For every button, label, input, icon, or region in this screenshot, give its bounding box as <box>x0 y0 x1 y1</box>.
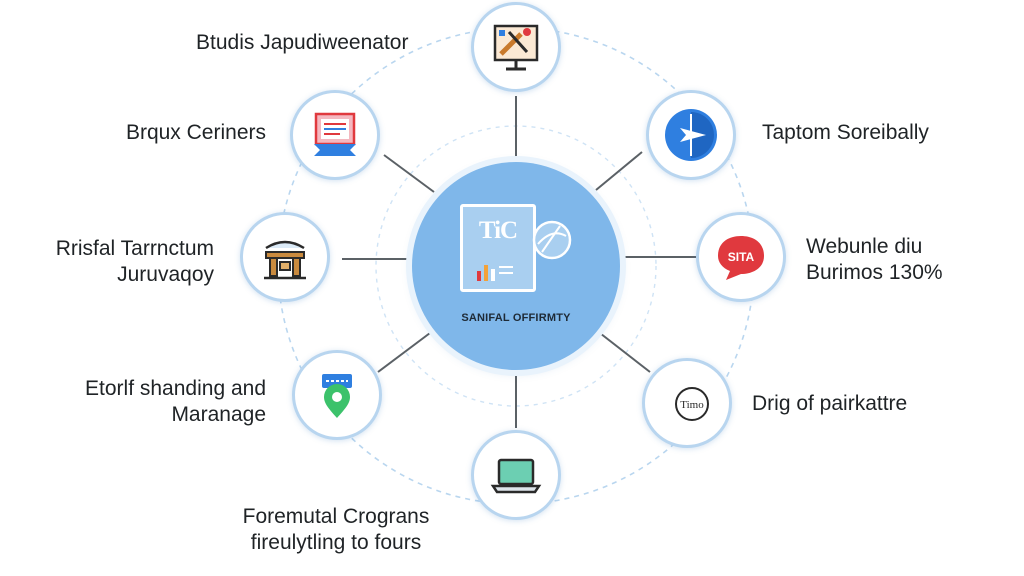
label-left: Rrisfal Tarrnctum Juruvaqoy <box>24 236 214 288</box>
node-bottom-left <box>292 350 382 440</box>
label-line: Rrisfal Tarrnctum <box>55 237 214 260</box>
label-line: Btudis Japudiweenator <box>196 31 409 54</box>
moon-badge-icon: Timo <box>660 384 709 424</box>
bar-mini-icon <box>477 265 513 281</box>
node-left <box>240 212 330 302</box>
certificate-icon <box>314 112 356 156</box>
label-line: Etorlf shanding and <box>85 377 266 400</box>
bridge-icon <box>264 240 306 280</box>
label-bottom-right: Drig of pairkattre <box>752 391 907 417</box>
label-right: Webunle diu Burimos 130% <box>806 234 943 286</box>
label-line: Brqux Ceriners <box>125 121 266 144</box>
label-line: Juruvaqoy <box>117 263 214 286</box>
document-title: TiC <box>478 217 518 244</box>
connector-top-right <box>595 151 643 191</box>
connector-top-left <box>383 154 435 193</box>
badge-text: Timo <box>680 399 704 411</box>
label-top: Btudis Japudiweenator <box>196 30 408 56</box>
connector-bottom-right <box>595 329 651 373</box>
label-line: Taptom Soreibally <box>762 121 929 144</box>
compass-icon <box>665 109 717 161</box>
label-line: Maranage <box>171 403 266 426</box>
central-hub: TiC SANIFAL OFFIRMTY <box>412 162 620 370</box>
label-bottom-left: Etorlf shanding and Maranage <box>40 376 266 428</box>
globe-icon <box>532 220 572 260</box>
speech-bubble-icon: SITA <box>718 236 764 280</box>
label-bottom: Foremutal Crograns fireulytling to fours <box>216 504 456 556</box>
node-top-left <box>290 90 380 180</box>
map-pin-icon <box>322 374 352 418</box>
label-top-right: Taptom Soreibally <box>762 120 929 146</box>
node-right: SITA <box>696 212 786 302</box>
node-bottom-right: Timo <box>642 358 732 448</box>
badge-text: SITA <box>728 250 755 264</box>
label-line: Drig of pairkattre <box>752 392 908 415</box>
document-icon: TiC <box>460 204 536 292</box>
node-top-right <box>646 90 736 180</box>
node-top <box>471 2 561 92</box>
label-line: Webunle diu <box>806 235 923 258</box>
monitor-tools-icon <box>493 24 539 71</box>
label-line: fireulytling to fours <box>250 531 422 554</box>
label-top-left: Brqux Ceriners <box>60 120 266 146</box>
laptop-icon <box>490 458 542 494</box>
label-line: Foremutal Crograns <box>242 505 430 528</box>
node-bottom <box>471 430 561 520</box>
connector-bottom-left <box>377 329 435 373</box>
hub-label: SANIFAL OFFIRMTY <box>461 312 571 324</box>
label-line: Burimos 130% <box>806 261 943 284</box>
